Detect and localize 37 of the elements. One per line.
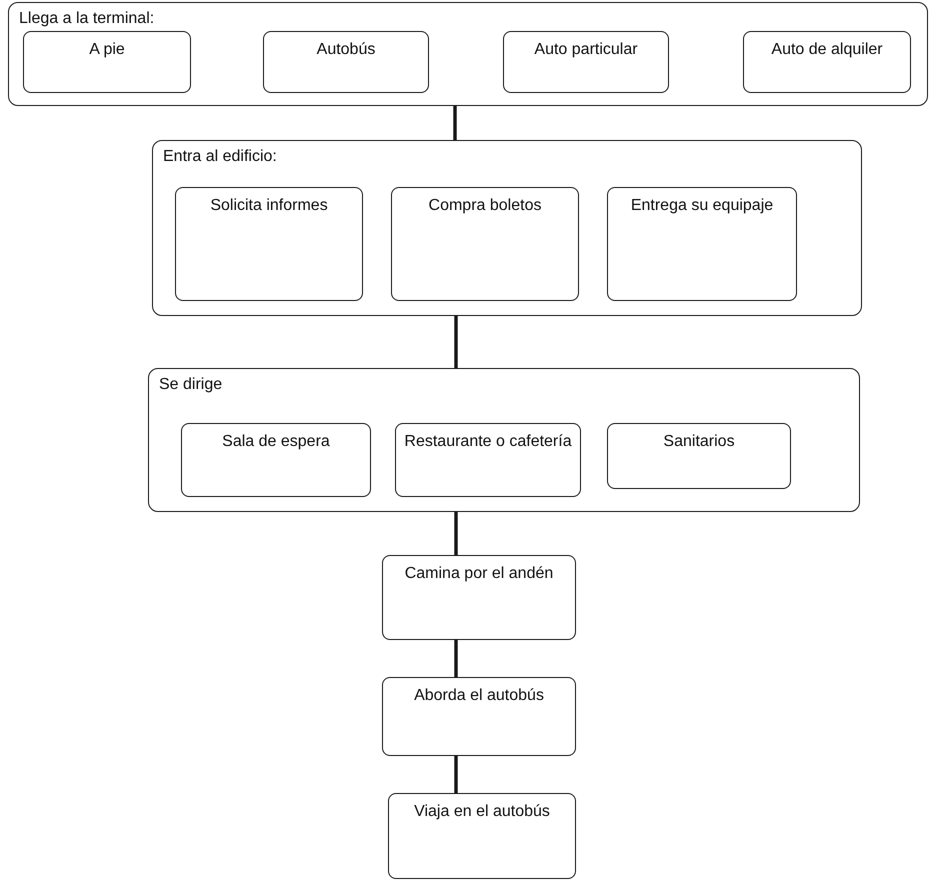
connector-line: [453, 106, 457, 140]
step-box: [395, 423, 581, 497]
step-box: [23, 31, 191, 93]
step-label: Aborda el autobús: [414, 686, 544, 706]
step-box: [743, 31, 911, 93]
step-box: [607, 187, 797, 301]
connector-line: [454, 640, 458, 677]
step-label: Entrega su equipaje: [630, 196, 774, 216]
step-label: Sanitarios: [663, 432, 735, 452]
step-label: A pie: [89, 40, 125, 60]
step-label: Compra boletos: [428, 196, 542, 216]
step-label: Camina por el andén: [404, 564, 554, 584]
step-label: Restaurante o cafetería: [404, 432, 572, 452]
step-label: Viaja en el autobús: [414, 802, 550, 822]
group-title: Llega a la terminal:: [19, 9, 154, 28]
step-box: [263, 31, 429, 93]
step-label: Solicita informes: [210, 196, 328, 216]
connector-line: [454, 756, 458, 793]
step-box: [503, 31, 669, 93]
group-title: Se dirige: [159, 375, 222, 394]
step-label: Autobús: [316, 40, 376, 60]
step-box: [181, 423, 371, 497]
step-box: [388, 793, 576, 879]
group-box: [152, 140, 862, 316]
connector-line: [454, 512, 458, 555]
step-box: [607, 423, 791, 489]
step-label: Auto de alquiler: [771, 40, 883, 60]
step-label: Sala de espera: [222, 432, 330, 452]
connector-line: [454, 316, 458, 368]
group-box: [8, 2, 928, 106]
step-box: [175, 187, 363, 301]
step-box: [382, 677, 576, 756]
group-title: Entra al edificio:: [163, 147, 277, 166]
step-box: [391, 187, 579, 301]
step-label: Auto particular: [534, 40, 638, 60]
step-box: [382, 555, 576, 640]
group-box: [148, 368, 860, 512]
